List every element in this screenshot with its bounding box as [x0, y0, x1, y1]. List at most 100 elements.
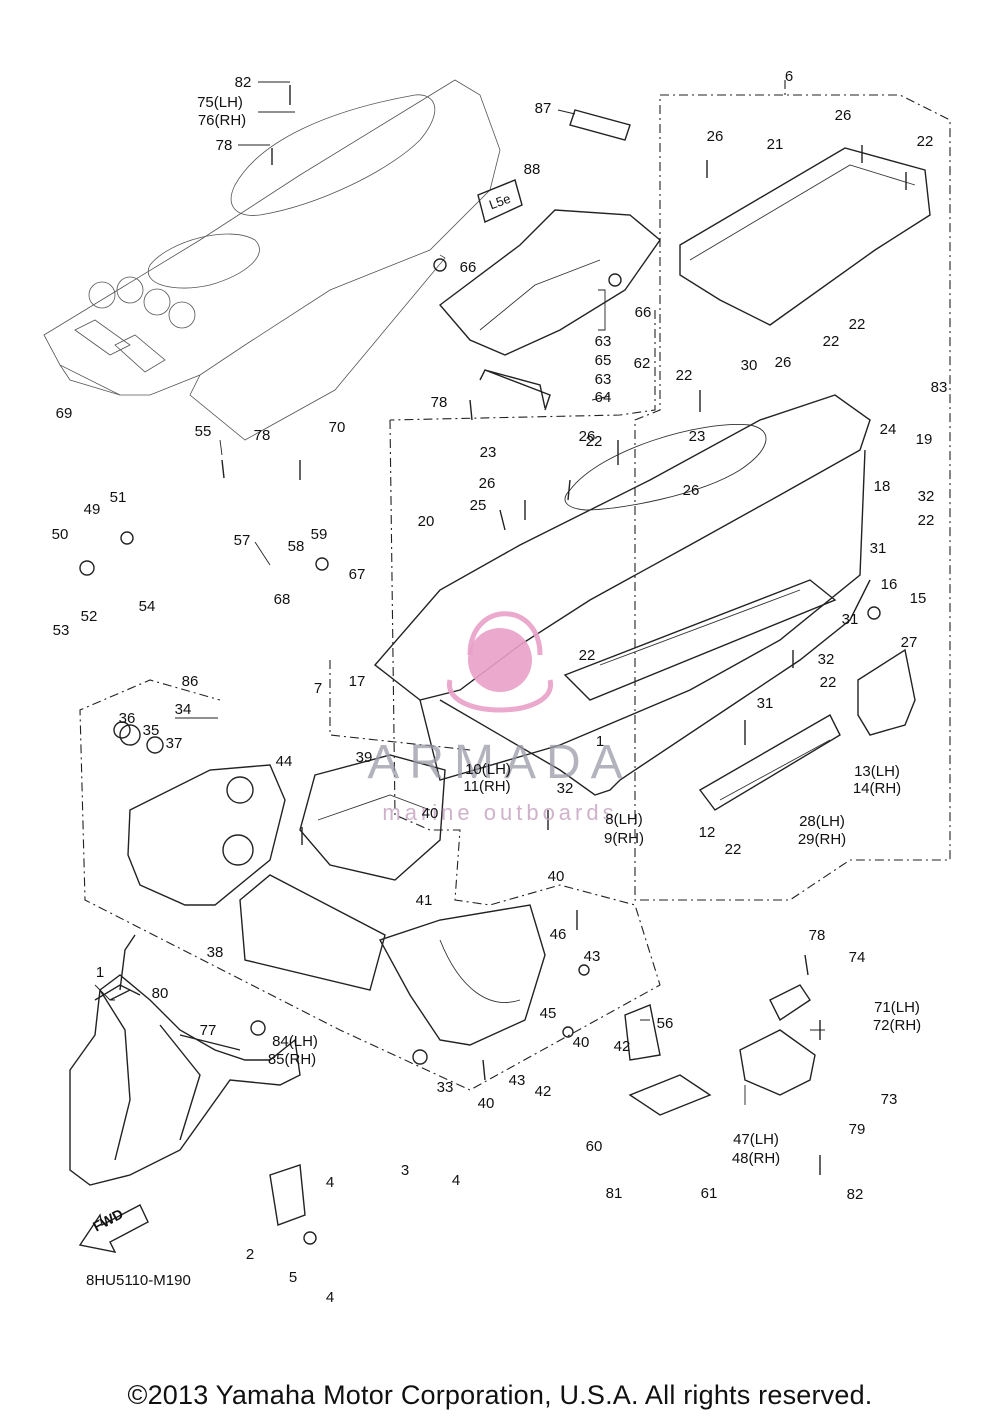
callout-67: 67: [348, 566, 366, 583]
callout-81: 81: [605, 1185, 623, 1202]
callout-65: 65: [594, 352, 612, 369]
callout-40b: 40: [547, 868, 565, 885]
callout-34: 34: [174, 701, 192, 718]
callout-79: 79: [848, 1121, 866, 1138]
callout-12: 12: [698, 824, 716, 841]
callout-43b: 43: [508, 1072, 526, 1089]
fwd-arrow-shape: [78, 1204, 149, 1253]
callout-28: 28(LH): [799, 813, 845, 830]
part-1-front-frame: [69, 974, 301, 1186]
watermark-tagline: marine outboards: [382, 800, 618, 825]
callout-22c: 22: [848, 316, 866, 333]
callout-57: 57: [233, 532, 251, 549]
callout-22f: 22: [917, 512, 935, 529]
callout-62: 62: [633, 355, 651, 372]
callout-40c: 40: [572, 1034, 590, 1051]
callout-32c: 32: [556, 780, 574, 797]
callout-31a: 31: [869, 540, 887, 557]
callout-66b: 66: [634, 304, 652, 321]
callout-71: 71(LH): [874, 999, 920, 1016]
callout-4c: 4: [325, 1289, 335, 1306]
part-33-bulkhead: [378, 904, 546, 1046]
callout-82a: 82: [234, 74, 252, 91]
callout-56: 56: [656, 1015, 674, 1032]
callout-64: 64: [594, 389, 612, 406]
callout-7: 7: [313, 680, 323, 697]
callout-26b: 26: [834, 107, 852, 124]
callout-11: 11(RH): [463, 778, 511, 795]
callout-31c: 31: [756, 695, 774, 712]
callout-22a: 22: [916, 133, 934, 150]
callout-60: 60: [585, 1138, 603, 1155]
callout-66a: 66: [459, 259, 477, 276]
callout-78a: 78: [215, 137, 233, 154]
callout-23a: 23: [479, 444, 497, 461]
callout-52: 52: [80, 608, 98, 625]
callout-3: 3: [400, 1162, 410, 1179]
part-code: 8HU5110-M190: [86, 1272, 191, 1289]
callout-26f: 26: [478, 475, 496, 492]
callout-2: 2: [245, 1246, 255, 1263]
callout-45: 45: [539, 1005, 557, 1022]
callout-18: 18: [873, 478, 891, 495]
callout-22e: 22: [585, 433, 603, 450]
callout-77: 77: [199, 1022, 217, 1039]
callout-70: 70: [328, 419, 346, 436]
callout-35: 35: [142, 722, 160, 739]
callout-5: 5: [288, 1269, 298, 1286]
callout-13: 13(LH): [854, 763, 900, 780]
callout-84: 84(LH): [272, 1033, 318, 1050]
callout-61: 61: [700, 1185, 718, 1202]
watermark-brand: ARMADA: [367, 736, 633, 789]
callout-29: 29(RH): [797, 831, 847, 848]
callout-42a: 42: [613, 1038, 631, 1055]
callout-24: 24: [879, 421, 897, 438]
callout-39: 39: [355, 749, 373, 766]
callout-14: 14(RH): [852, 780, 902, 797]
callout-6: 6: [784, 68, 794, 85]
part-34-side-panel: [127, 764, 286, 906]
callout-1b: 1: [95, 964, 105, 981]
callout-88: 88: [523, 161, 541, 178]
callout-54: 54: [138, 598, 156, 615]
callout-87: 87: [534, 100, 552, 117]
callout-15: 15: [909, 590, 927, 607]
callout-9: 9(RH): [604, 830, 644, 847]
callout-78c: 78: [253, 427, 271, 444]
callout-82b: 82: [846, 1186, 864, 1203]
callout-46: 46: [549, 926, 567, 943]
callout-51: 51: [109, 489, 127, 506]
callout-19: 19: [915, 431, 933, 448]
callout-22h: 22: [819, 674, 837, 691]
callout-72: 72(RH): [872, 1017, 922, 1034]
callout-78b: 78: [430, 394, 448, 411]
callout-40a: 40: [421, 805, 439, 822]
frame-group-outline: [79, 419, 661, 1091]
armada-logo: [447, 611, 553, 713]
callout-25: 25: [469, 497, 487, 514]
callout-38: 38: [206, 944, 224, 961]
callout-1a: 1: [595, 733, 605, 750]
callout-32a: 32: [917, 488, 935, 505]
callout-31b: 31: [841, 611, 859, 628]
callout-58: 58: [287, 538, 305, 555]
callout-21: 21: [766, 136, 784, 153]
callout-33: 33: [436, 1079, 454, 1096]
callout-32b: 32: [817, 651, 835, 668]
callout-50: 50: [51, 526, 69, 543]
callout-20: 20: [417, 513, 435, 530]
callout-78d: 78: [808, 927, 826, 944]
copyright-notice: ©2013 Yamaha Motor Corporation, U.S.A. A…: [127, 1380, 873, 1410]
callout-4b: 4: [451, 1172, 461, 1189]
callout-47: 47(LH): [733, 1131, 779, 1148]
callout-76: 76(RH): [197, 112, 247, 129]
callout-10: 10(LH): [465, 761, 511, 778]
callout-27: 27: [900, 634, 918, 651]
callout-16: 16: [880, 576, 898, 593]
tunnel-ghost: [43, 79, 501, 441]
callout-83: 83: [930, 379, 948, 396]
callout-26d: 26: [578, 428, 596, 445]
callout-49: 49: [83, 501, 101, 518]
callout-63b: 63: [594, 371, 612, 388]
